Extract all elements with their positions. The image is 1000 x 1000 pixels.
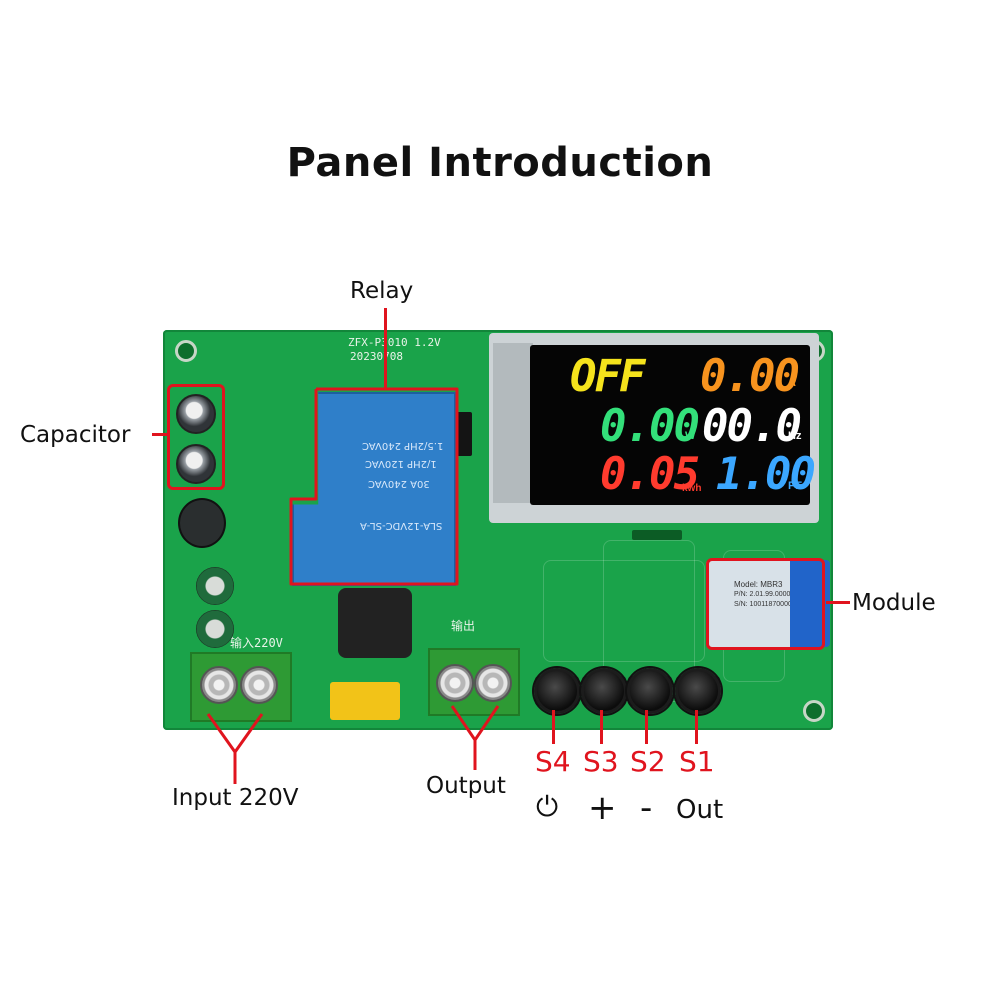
output-label: Output — [426, 773, 506, 799]
transformer — [338, 588, 412, 658]
output-silk-text: 输出 — [451, 619, 476, 633]
lcd-power-factor-unit: PF — [788, 480, 803, 492]
output-pointer — [450, 705, 500, 770]
lcd-energy: 0.05 — [600, 449, 700, 500]
module-sn-text: S/N: 1001187000001 — [734, 601, 800, 608]
board-date-text: 20230708 — [350, 350, 403, 363]
lcd-power-factor: 1.00 — [716, 449, 816, 500]
lcd-ribbon — [493, 343, 533, 503]
inductor — [178, 498, 226, 548]
electrolytic-capacitor — [196, 610, 234, 648]
output-screw-left — [436, 664, 474, 702]
lcd-current: 0.00 — [700, 351, 800, 402]
relay-label: Relay — [350, 278, 414, 304]
input-label: Input 220V — [172, 785, 299, 811]
lcd-power-unit: W — [685, 430, 696, 442]
lcd-energy-unit: kwh — [682, 483, 702, 494]
minus-icon: - — [640, 788, 653, 828]
capacitor-pointer — [152, 433, 168, 436]
lcd-current-unit: A — [788, 377, 796, 389]
capacitor-c17 — [176, 394, 216, 434]
fuse-capacitor — [330, 682, 400, 720]
input-screw-left — [200, 666, 238, 704]
connector-pins — [632, 530, 682, 540]
button-s3-label: S3 — [583, 745, 619, 778]
electrolytic-capacitor — [196, 567, 234, 605]
button-s4-label: S4 — [535, 745, 571, 778]
module-label: Module — [852, 590, 936, 616]
out-label: Out — [676, 795, 724, 825]
module-highlight — [706, 558, 825, 650]
mounting-hole — [803, 700, 825, 722]
output-screw-right — [474, 664, 512, 702]
button-s1[interactable] — [675, 668, 721, 714]
capacitor-label: Capacitor — [20, 422, 131, 448]
button-s2[interactable] — [627, 668, 673, 714]
relay-pointer — [384, 308, 387, 388]
relay-highlight — [289, 387, 459, 586]
button-s3[interactable] — [581, 668, 627, 714]
mounting-hole — [175, 340, 197, 362]
board-model-text: ZFX-P3010 1.2V — [348, 336, 441, 349]
input-silk-text: 输入220V — [230, 636, 283, 650]
capacitor-highlight — [167, 384, 225, 490]
input-pointer — [206, 713, 264, 784]
lcd-frequency: 00.0 — [702, 401, 802, 452]
input-screw-right — [240, 666, 278, 704]
lcd-power: 0.00 — [600, 401, 700, 452]
capacitor-c16 — [176, 444, 216, 484]
relay — [292, 392, 456, 586]
module-model-text: Model: MBR3 — [734, 580, 783, 589]
button-s1-label: S1 — [679, 745, 715, 778]
module-pn-text: P/N: 2.01.99.0000 — [734, 591, 791, 598]
button-s4[interactable] — [534, 668, 580, 714]
lcd-display: OFF 0.00 A 0.00 W 00.0 Hz 0.05 kwh 1.00 … — [530, 345, 816, 505]
button-s2-label: S2 — [630, 745, 666, 778]
lcd-frequency-unit: Hz — [788, 430, 802, 442]
plus-icon: + — [588, 788, 617, 828]
lcd-status: OFF — [570, 351, 645, 402]
page-title: Panel Introduction — [286, 140, 714, 186]
power-icon: ⏻ — [536, 790, 559, 823]
module-pointer — [826, 601, 850, 604]
